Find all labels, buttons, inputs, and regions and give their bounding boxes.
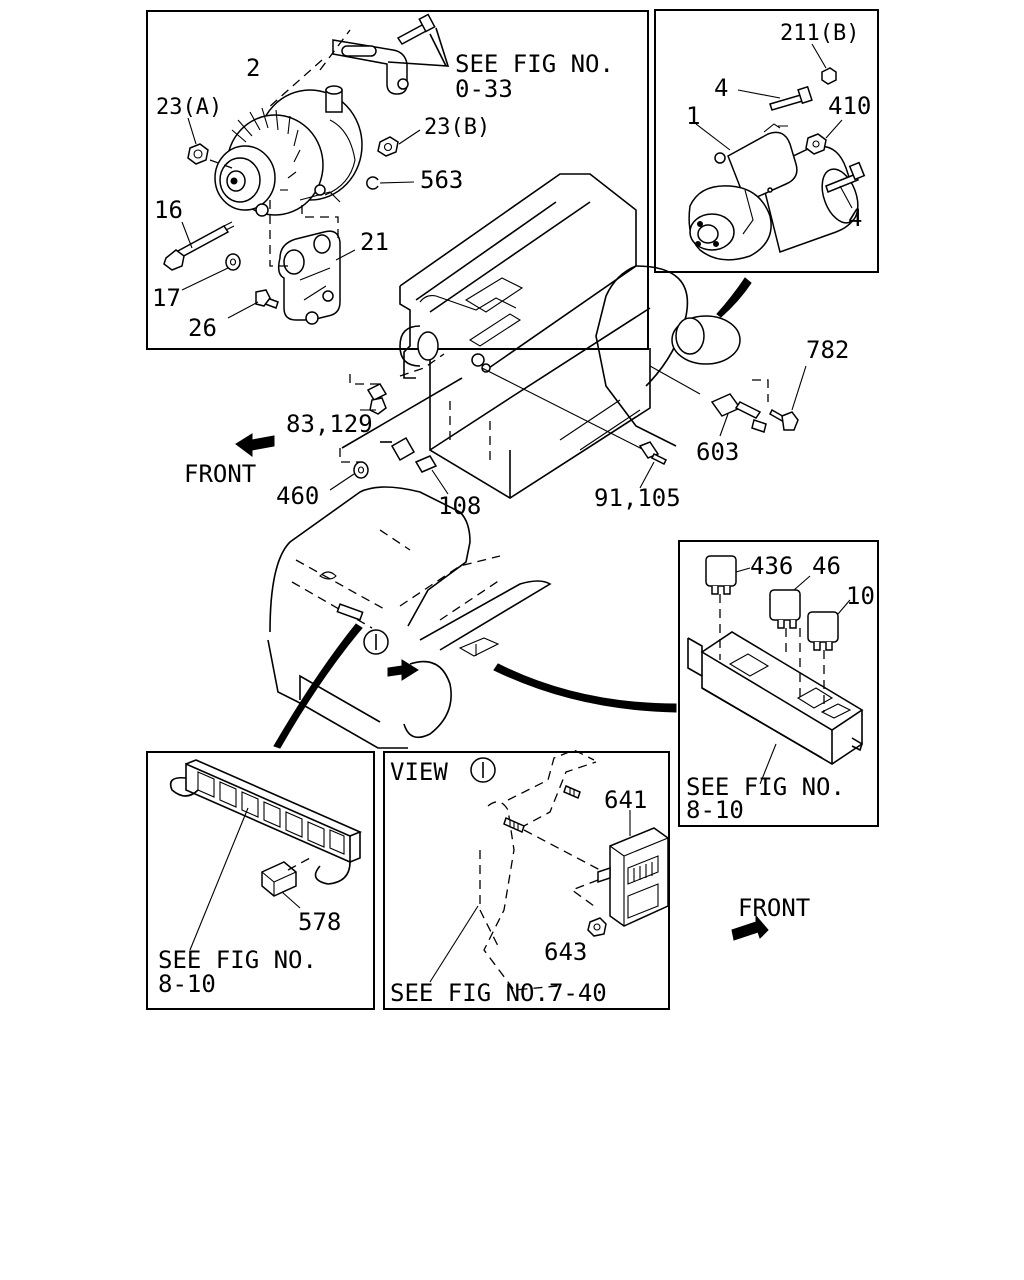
adjusting-bracket: [332, 39, 409, 95]
nut-211b: [821, 67, 837, 85]
callout-641: 641: [604, 786, 647, 814]
view-label: VIEW: [390, 758, 448, 786]
see-fig-alternator-num: 0-33: [455, 75, 513, 103]
bolt-4-lower: [825, 161, 866, 193]
relay-box-pointer: [493, 663, 677, 713]
callout-4-upper: 4: [714, 74, 728, 102]
bolt-16: [163, 221, 235, 271]
control-unit-641: [597, 827, 669, 927]
alternator-assembly: [214, 85, 363, 217]
fuse-578: [261, 861, 297, 897]
fuse-block-inset: [146, 751, 375, 1010]
callout-16: 16: [154, 196, 183, 224]
callout-46: 46: [812, 552, 841, 580]
alternator-inset-box: [146, 10, 649, 350]
callout-563: 563: [420, 166, 463, 194]
truck-cab: [267, 486, 552, 749]
callout-643: 643: [544, 938, 587, 966]
see-fig-relay-box: SEE FIG NO.: [686, 773, 845, 801]
callout-83-129: 83,129: [286, 410, 373, 438]
sensor-91-105: [638, 441, 668, 466]
sensor-108: [390, 436, 438, 473]
callout-4-lower: 4: [848, 204, 862, 232]
see-fig-view-panel: SEE FIG NO.7-40: [390, 979, 607, 1007]
callout-2: 2: [246, 54, 260, 82]
front-arrow-engine: [235, 433, 275, 457]
bracket-bolt-top: [396, 13, 436, 45]
callout-26: 26: [188, 314, 217, 342]
callout-410: 410: [828, 92, 871, 120]
fuse-block: [169, 759, 363, 885]
stud-bolt: [503, 784, 581, 834]
body-panel: [479, 749, 597, 991]
callout-10: 10: [846, 582, 875, 610]
front-label-engine: FRONT: [184, 460, 256, 488]
engine-block: [399, 173, 741, 499]
callout-17: 17: [152, 284, 181, 312]
nut-643: [587, 917, 607, 937]
clip-563: [366, 176, 379, 190]
starter-motor: [688, 123, 859, 261]
sensor-83-129: [366, 383, 388, 415]
callout-603: 603: [696, 438, 739, 466]
view-marker: [363, 629, 389, 655]
see-fig-relay-box-num: 8-10: [686, 796, 744, 824]
callout-23b: 23(B): [424, 115, 490, 140]
callout-211b: 211(B): [780, 21, 859, 46]
relay-box-inset: [678, 540, 879, 827]
nut-410: [805, 133, 827, 155]
washer-17: [225, 253, 241, 271]
view-marker-inset: [470, 757, 496, 783]
bolt-4-upper: [769, 85, 813, 111]
callout-782: 782: [806, 336, 849, 364]
see-fig-alternator: SEE FIG NO.: [455, 50, 614, 78]
starter-inset-box: [654, 9, 879, 273]
relay-tray: [687, 631, 864, 765]
view-direction-arrow: [387, 659, 419, 681]
callout-436: 436: [750, 552, 793, 580]
washer-460: [353, 461, 369, 479]
bracket-21: [277, 230, 341, 325]
front-label-view: FRONT: [738, 894, 810, 922]
callout-23a: 23(A): [156, 95, 222, 120]
fuse-block-pointer: [273, 623, 363, 749]
see-fig-fuse-block: SEE FIG NO.: [158, 946, 317, 974]
relay-436: [705, 555, 737, 595]
relay-10: [807, 611, 839, 651]
sensor-603: [710, 393, 767, 433]
starter-pointer: [716, 277, 752, 318]
bolt-26: [255, 289, 279, 309]
see-fig-fuse-block-num: 8-10: [158, 970, 216, 998]
front-arrow-view: [731, 914, 769, 941]
callout-578: 578: [298, 908, 341, 936]
callout-1: 1: [686, 102, 700, 130]
callout-91-105: 91,105: [594, 484, 681, 512]
nut-23a: [187, 143, 209, 165]
bolt-782: [769, 408, 799, 431]
relay-46: [769, 589, 801, 629]
callout-21: 21: [360, 228, 389, 256]
nut-23b: [377, 136, 399, 157]
callout-108: 108: [438, 492, 481, 520]
callout-460: 460: [276, 482, 319, 510]
view-inset: [383, 751, 670, 1010]
